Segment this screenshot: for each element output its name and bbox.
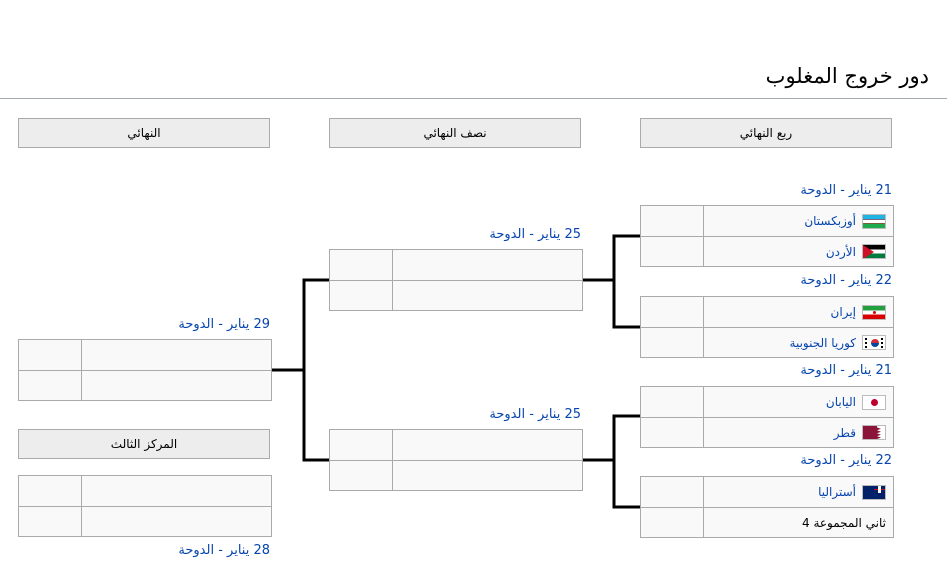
uzbekistan-flag-icon[interactable] (862, 213, 886, 229)
jordan-flag-icon[interactable] (862, 244, 886, 259)
score-cell (641, 206, 703, 236)
score-cell (19, 476, 81, 506)
team-cell (392, 430, 582, 460)
match-row: أوزبكستان (641, 206, 893, 236)
match-sf1 (329, 249, 583, 311)
title-divider (0, 98, 947, 99)
match-row: إيران (641, 297, 893, 327)
match-row (330, 430, 582, 460)
score-cell (19, 507, 81, 536)
match-row: كوريا الجنوبية (641, 327, 893, 357)
score-cell (641, 477, 703, 507)
team-name[interactable]: اليابان (825, 395, 856, 409)
header-third-place: المركز الثالث (18, 429, 270, 459)
japan-flag-icon[interactable] (862, 394, 886, 410)
match-date-third[interactable]: 28 يناير - الدوحة (178, 543, 270, 558)
match-date-sf2[interactable]: 25 يناير - الدوحة (489, 407, 581, 422)
match-qf2: إيران كوريا الجنوبية (640, 296, 894, 358)
match-row: الأردن (641, 236, 893, 266)
team-name[interactable]: إيران (830, 305, 856, 319)
match-date-final[interactable]: 29 يناير - الدوحة (178, 317, 270, 332)
match-date-qf1: 21 يناير - الدوحة (800, 183, 892, 198)
match-date-qf2: 22 يناير - الدوحة (800, 273, 892, 288)
match-date-sf1[interactable]: 25 يناير - الدوحة (489, 227, 581, 242)
header-semifinal: نصف النهائي (329, 118, 581, 148)
team-cell[interactable]: قطر (703, 418, 893, 447)
match-row: اليابان (641, 387, 893, 417)
match-row: قطر (641, 417, 893, 447)
score-cell (641, 508, 703, 537)
match-date-qf4: 22 يناير - الدوحة (800, 453, 892, 468)
match-qf1: أوزبكستان الأردن (640, 205, 894, 267)
score-cell (19, 371, 81, 400)
australia-flag-icon[interactable] (862, 484, 886, 500)
score-cell (19, 340, 81, 370)
team-name[interactable]: الأردن (825, 244, 856, 259)
team-cell[interactable]: اليابان (703, 387, 893, 417)
header-quarterfinal: ربع النهائي (640, 118, 892, 148)
match-row: أستراليا (641, 477, 893, 507)
score-cell (641, 387, 703, 417)
score-cell (641, 237, 703, 266)
match-row (19, 370, 271, 400)
team-cell[interactable]: أوزبكستان (703, 206, 893, 236)
team-cell (81, 371, 271, 400)
match-row (330, 280, 582, 310)
team-name[interactable]: أستراليا (818, 485, 856, 499)
connector-qf3-qf4 (612, 414, 640, 509)
team-name[interactable]: أوزبكستان (804, 214, 856, 228)
score-cell (330, 250, 392, 280)
team-cell (392, 281, 582, 310)
connector-qf1-qf2 (612, 234, 640, 329)
header-final: النهائي (18, 118, 270, 148)
team-cell[interactable]: الأردن (703, 237, 893, 266)
south-korea-flag-icon[interactable] (862, 335, 886, 350)
team-name[interactable]: كوريا الجنوبية (789, 335, 856, 350)
score-cell (641, 328, 703, 357)
match-row (19, 506, 271, 536)
team-cell (392, 250, 582, 280)
score-cell (330, 461, 392, 490)
match-row (19, 340, 271, 370)
team-cell (392, 461, 582, 490)
iran-flag-icon[interactable] (862, 304, 886, 320)
page-title: دور خروج المغلوب (765, 64, 929, 88)
match-qf4: أستراليا ثاني المجموعة 4 (640, 476, 894, 538)
score-cell (641, 418, 703, 447)
team-cell[interactable]: أستراليا (703, 477, 893, 507)
match-row (330, 250, 582, 280)
qatar-flag-icon[interactable] (862, 425, 886, 440)
team-cell (81, 507, 271, 536)
connector-sf1-sf2 (302, 278, 329, 462)
match-qf3: اليابان قطر (640, 386, 894, 448)
team-cell (81, 340, 271, 370)
match-final (18, 339, 272, 401)
team-cell: ثاني المجموعة 4 (703, 508, 893, 537)
match-row (19, 476, 271, 506)
score-cell (641, 297, 703, 327)
team-name: ثاني المجموعة 4 (801, 515, 886, 530)
match-row: ثاني المجموعة 4 (641, 507, 893, 537)
match-sf2 (329, 429, 583, 491)
team-cell (81, 476, 271, 506)
score-cell (330, 281, 392, 310)
match-row (330, 460, 582, 490)
match-third-place (18, 475, 272, 537)
team-name[interactable]: قطر (833, 425, 856, 440)
team-cell[interactable]: إيران (703, 297, 893, 327)
team-cell[interactable]: كوريا الجنوبية (703, 328, 893, 357)
match-date-qf3: 21 يناير - الدوحة (800, 363, 892, 378)
score-cell (330, 430, 392, 460)
